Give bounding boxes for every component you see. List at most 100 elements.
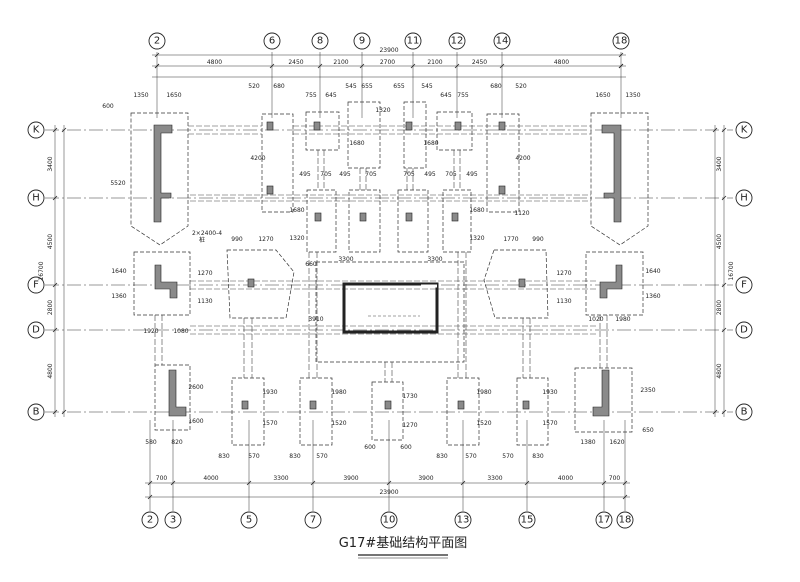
dim-text-bottom-spacing: 4000 bbox=[558, 475, 573, 482]
axis-label-bottom: 10 bbox=[383, 515, 396, 526]
axis-bubble-bottom bbox=[595, 511, 613, 529]
dimension-label: 520 bbox=[515, 83, 527, 90]
dimension-label: 1130 bbox=[556, 298, 571, 305]
dimension-label: 645 bbox=[440, 92, 452, 99]
dimension-label: 830 bbox=[289, 453, 301, 460]
axis-bubble-bottom bbox=[616, 511, 634, 529]
axis-label-bottom: 13 bbox=[457, 515, 470, 526]
axis-label-top: 2 bbox=[154, 36, 160, 47]
axis-label-top: 8 bbox=[317, 36, 323, 47]
axis-bubble-row bbox=[735, 189, 753, 207]
dimension-label: 1320 bbox=[289, 235, 304, 242]
axis-label-bottom: 7 bbox=[310, 515, 316, 526]
dimension-label: 1320 bbox=[469, 235, 484, 242]
dimension-label: 600 bbox=[364, 444, 376, 451]
dim-tick bbox=[154, 63, 160, 69]
dim-tick bbox=[712, 127, 718, 133]
pile-cap bbox=[299, 377, 333, 446]
dim-text-side-spacing: 2800 bbox=[47, 300, 54, 315]
axis-label-row: F bbox=[33, 280, 39, 291]
axis-label-row: H bbox=[32, 193, 40, 204]
axis-bubble-row bbox=[27, 276, 45, 294]
axis-label-row: K bbox=[741, 125, 748, 136]
pile-cap bbox=[483, 249, 549, 319]
axis-bubble-top bbox=[263, 32, 281, 50]
dimension-label: 650 bbox=[642, 427, 654, 434]
dimension-label: 1600 bbox=[188, 418, 203, 425]
dim-tick bbox=[154, 52, 160, 58]
pile-cap bbox=[347, 101, 381, 169]
dimension-label: 990 bbox=[231, 236, 243, 243]
pile-cap bbox=[261, 113, 294, 213]
pile-cap bbox=[516, 377, 549, 446]
pile-cap bbox=[442, 189, 472, 253]
dim-tick bbox=[386, 480, 392, 486]
dim-text-side-spacing: 4800 bbox=[47, 363, 54, 378]
dim-text-bottom-spacing: 4000 bbox=[203, 475, 218, 482]
column-pile bbox=[247, 278, 255, 288]
dimension-label: 1930 bbox=[262, 389, 277, 396]
column-pile bbox=[241, 400, 249, 410]
dim-tick bbox=[721, 409, 727, 415]
overall-dimension-top: 23900 bbox=[379, 47, 398, 54]
dimension-label: 705 bbox=[320, 171, 332, 178]
pile-cap bbox=[436, 111, 473, 151]
dimension-label: 495 bbox=[466, 171, 478, 178]
dim-text-side-spacing: 4800 bbox=[716, 363, 723, 378]
pile-cap bbox=[590, 112, 649, 246]
pile-cap bbox=[305, 111, 340, 151]
axis-bubble-top bbox=[404, 32, 422, 50]
dim-text-side-spacing: 4500 bbox=[716, 234, 723, 249]
dimension-label: 1570 bbox=[542, 420, 557, 427]
axis-label-row: H bbox=[740, 193, 748, 204]
dimension-label: 1130 bbox=[197, 298, 212, 305]
dimension-label: 1380 bbox=[580, 439, 595, 446]
axis-label-bottom: 3 bbox=[170, 515, 176, 526]
foundation-beams bbox=[154, 125, 608, 382]
dim-tick bbox=[499, 63, 505, 69]
dimension-label: 660 bbox=[305, 261, 317, 268]
dimension-label: 600 bbox=[400, 444, 412, 451]
dimension-label: 705 bbox=[445, 171, 457, 178]
axis-bubble-bottom bbox=[164, 511, 182, 529]
dimension-label: 1680 bbox=[349, 140, 364, 147]
pile-cap bbox=[574, 367, 633, 433]
dimension-lines bbox=[52, 52, 727, 500]
pile-cap bbox=[133, 251, 191, 316]
dim-text-side-spacing: 3400 bbox=[716, 156, 723, 171]
column-pile bbox=[266, 121, 274, 131]
axis-bubble-row bbox=[27, 321, 45, 339]
pile-cap bbox=[403, 101, 427, 169]
dim-tick bbox=[52, 409, 58, 415]
axis-label-top: 18 bbox=[615, 36, 628, 47]
axis-label-bottom: 18 bbox=[619, 515, 632, 526]
shear-wall bbox=[601, 124, 622, 223]
dimension-label: 830 bbox=[436, 453, 448, 460]
left-total-dimension: 16700 bbox=[38, 261, 45, 280]
dimension-label: 1920 bbox=[143, 328, 158, 335]
dimension-label: 1980 bbox=[476, 389, 491, 396]
column-pile bbox=[522, 400, 530, 410]
dimension-label: 705 bbox=[403, 171, 415, 178]
dimension-label: 1020 bbox=[588, 316, 603, 323]
dim-tick bbox=[269, 63, 275, 69]
dim-tick bbox=[721, 195, 727, 201]
dimension-label: 3300 bbox=[427, 256, 442, 263]
dim-text-bottom-spacing: 3900 bbox=[418, 475, 433, 482]
dim-tick bbox=[618, 52, 624, 58]
dimension-label: 1680 bbox=[423, 140, 438, 147]
dimension-label: 1620 bbox=[609, 439, 624, 446]
dim-tick bbox=[721, 127, 727, 133]
dimension-label: 545 bbox=[345, 83, 357, 90]
axis-bubble-row bbox=[735, 403, 753, 421]
dimension-label: 655 bbox=[393, 83, 405, 90]
axis-bubble-bottom bbox=[454, 511, 472, 529]
axis-label-top: 6 bbox=[269, 36, 275, 47]
axis-label-row: F bbox=[741, 280, 747, 291]
dim-tick bbox=[52, 127, 58, 133]
column-pile bbox=[454, 121, 462, 131]
dimension-label: 1730 bbox=[402, 393, 417, 400]
dimension-label: 1120 bbox=[514, 210, 529, 217]
dim-text-top-spacing: 2700 bbox=[380, 59, 395, 66]
